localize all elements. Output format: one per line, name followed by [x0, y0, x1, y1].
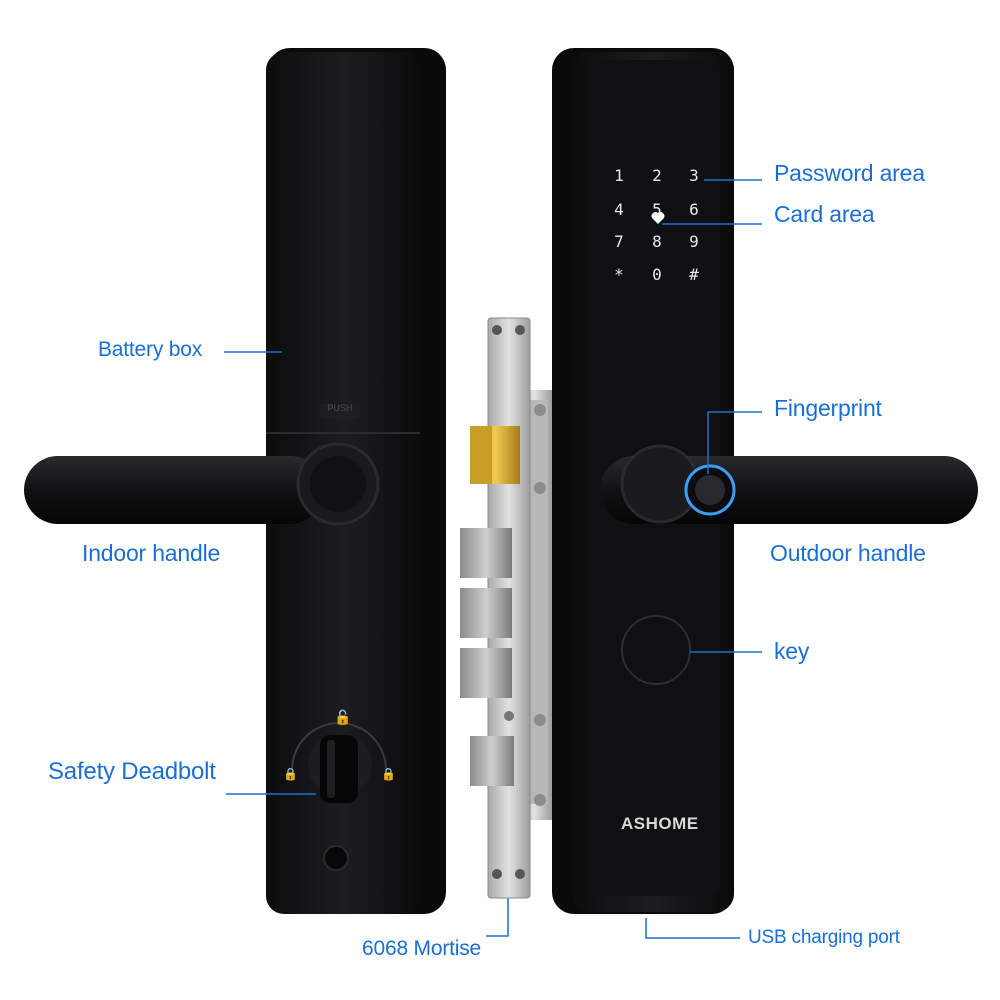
leader-fingerprint [707, 411, 762, 474]
label-indoor-handle: Indoor handle [82, 540, 221, 566]
svg-text:🔒: 🔒 [283, 767, 298, 781]
keypad-key-7[interactable]: 7 [614, 232, 624, 251]
deadbolt-knob: 🔓 🔒 🔒 [283, 709, 396, 803]
label-safety-deadbolt: Safety Deadbolt [48, 758, 216, 785]
keypad-key-0[interactable]: 0 [652, 265, 662, 284]
label-card-area: Card area [774, 201, 875, 227]
label-fingerprint: Fingerprint [774, 395, 882, 421]
latch-bolt [470, 426, 520, 484]
outdoor-handle [600, 444, 978, 524]
brand-logo: ASHOME [621, 814, 699, 833]
keypad-key-9[interactable]: 9 [689, 232, 699, 251]
key-cover [621, 615, 691, 685]
label-mortise: 6068 Mortise [362, 937, 481, 960]
keypad-key-2[interactable]: 2 [652, 166, 662, 185]
svg-text:🔓: 🔓 [334, 709, 351, 726]
deadbolt-blocks [460, 528, 514, 786]
keypad-key-5[interactable]: 5 [652, 200, 662, 219]
keypad-key-hash[interactable]: # [689, 265, 699, 284]
label-outdoor-handle: Outdoor handle [770, 540, 926, 566]
keypad-key-6[interactable]: 6 [689, 200, 699, 219]
leader-mortise [486, 898, 509, 937]
keyhole-small [323, 845, 349, 871]
indoor-handle [24, 442, 380, 526]
label-password-area: Password area [774, 160, 925, 186]
svg-text:🔒: 🔒 [381, 767, 396, 781]
label-battery-box: Battery box [98, 338, 203, 361]
keypad-key-8[interactable]: 8 [652, 232, 662, 251]
battery-cover-mark: PUSH [327, 403, 353, 413]
label-usb-charging-port: USB charging port [748, 927, 900, 948]
leader-usb [645, 918, 740, 939]
label-key: key [774, 638, 810, 664]
keypad-key-star[interactable]: * [614, 265, 624, 284]
keypad-key-4[interactable]: 4 [614, 200, 624, 219]
card-area-mark [651, 212, 665, 224]
keypad-key-1[interactable]: 1 [614, 166, 624, 185]
keypad-key-3[interactable]: 3 [689, 166, 699, 185]
